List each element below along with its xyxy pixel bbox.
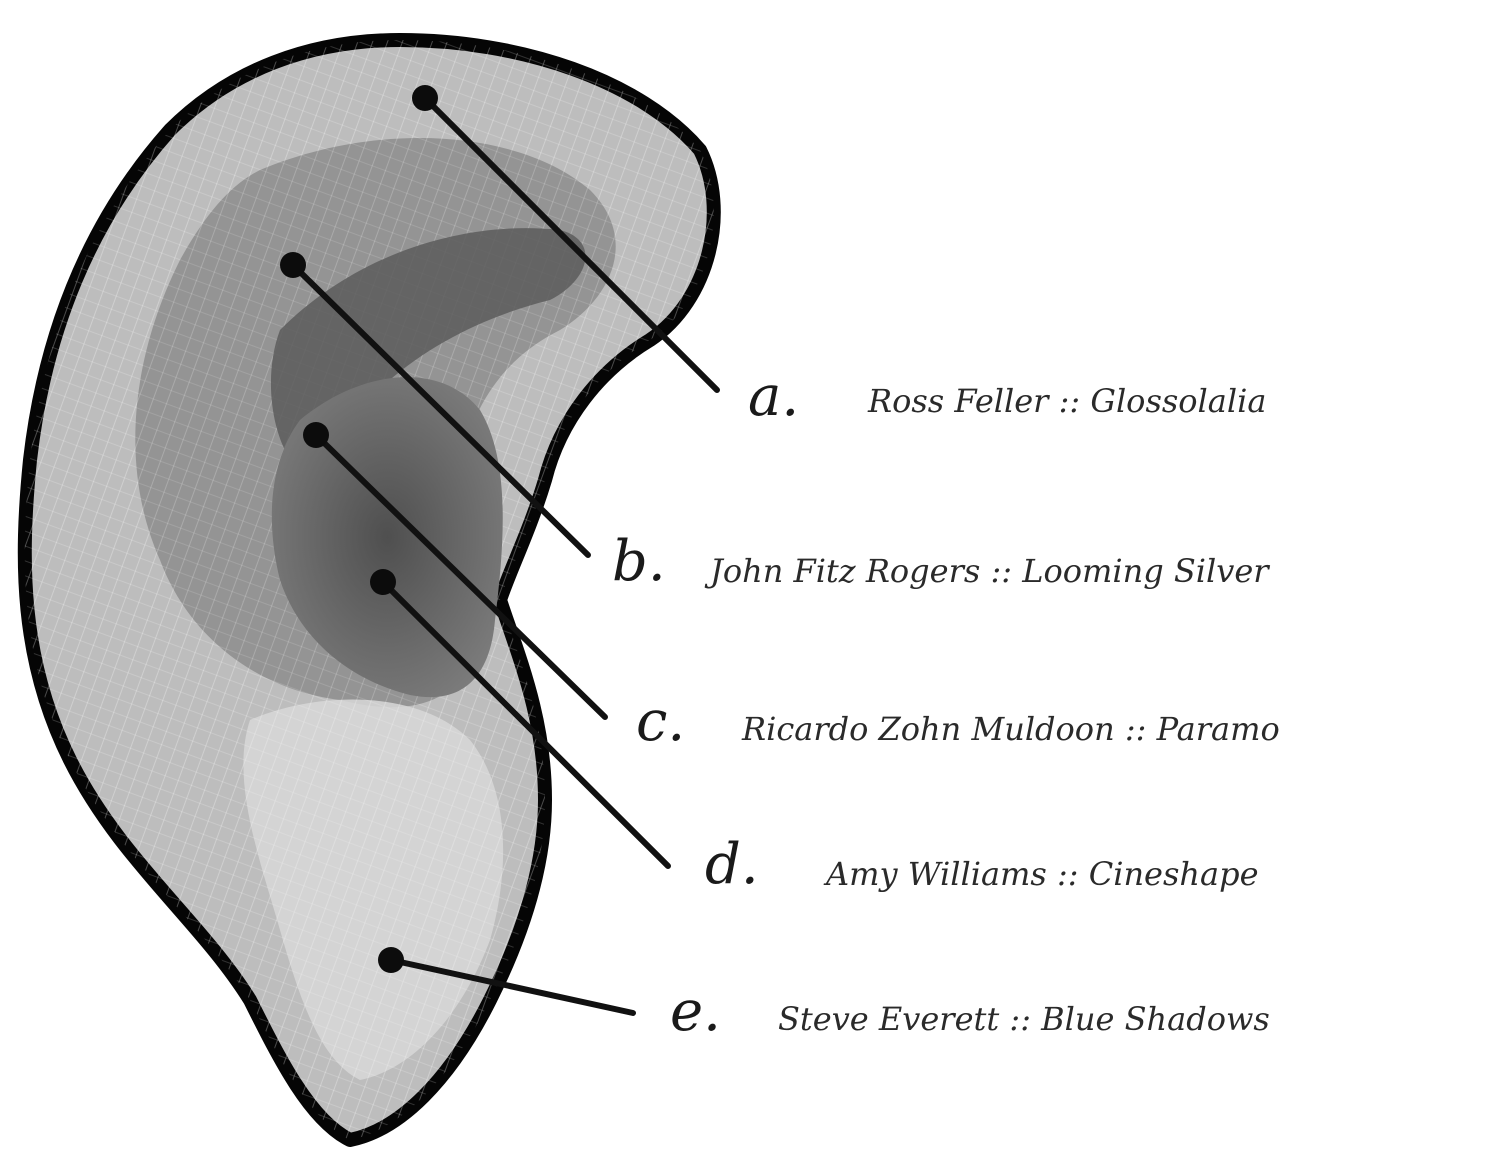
label-text-b: John Fitz Rogers :: Looming Silver [704, 552, 1270, 590]
label-letter-e: e. [670, 979, 721, 1044]
pin-c [303, 422, 329, 448]
label-letter-d: d. [705, 832, 759, 897]
label-text-a: Ross Feller :: Glossolalia [867, 382, 1266, 420]
labels: a. Ross Feller :: Glossolalia b. John Fi… [612, 364, 1280, 1044]
pin-e [378, 947, 404, 973]
ear-illustration [25, 40, 714, 1140]
label-letter-a: a. [748, 364, 799, 429]
pin-d [370, 569, 396, 595]
pin-b [280, 252, 306, 278]
label-c: c. Ricardo Zohn Muldoon :: Paramo [636, 689, 1280, 754]
label-text-e: Steve Everett :: Blue Shadows [778, 1000, 1270, 1038]
label-letter-c: c. [636, 689, 685, 754]
pin-a [412, 85, 438, 111]
label-text-c: Ricardo Zohn Muldoon :: Paramo [741, 710, 1280, 748]
label-b: b. John Fitz Rogers :: Looming Silver [612, 529, 1270, 594]
label-text-d: Amy Williams :: Cineshape [823, 855, 1259, 893]
label-a: a. Ross Feller :: Glossolalia [748, 364, 1266, 429]
label-d: d. Amy Williams :: Cineshape [705, 832, 1259, 897]
label-e: e. Steve Everett :: Blue Shadows [670, 979, 1270, 1044]
label-letter-b: b. [612, 529, 666, 594]
